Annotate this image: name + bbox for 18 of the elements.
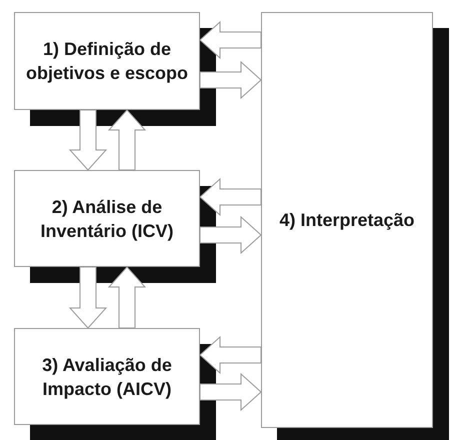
block-arrow	[200, 60, 262, 100]
process-box	[14, 328, 200, 425]
block-arrow	[108, 109, 146, 170]
box-label: 3) Avaliação de Impacto (AICV)	[41, 354, 173, 400]
block-arrow	[200, 216, 262, 254]
process-box	[14, 170, 200, 267]
block-arrow	[108, 266, 146, 328]
process-box	[261, 12, 433, 428]
block-arrow	[68, 110, 108, 171]
box-label: 1) Definição de objetivos e escopo	[24, 38, 190, 85]
process-box	[14, 12, 200, 110]
block-arrow	[199, 20, 262, 60]
box-label: 4) Interpretação	[279, 209, 415, 232]
block-arrow	[68, 266, 108, 329]
block-arrow	[200, 372, 262, 412]
block-arrow	[199, 336, 262, 374]
block-arrow	[199, 178, 262, 216]
box-label: 2) Análise de Inventário (ICV)	[39, 196, 174, 242]
